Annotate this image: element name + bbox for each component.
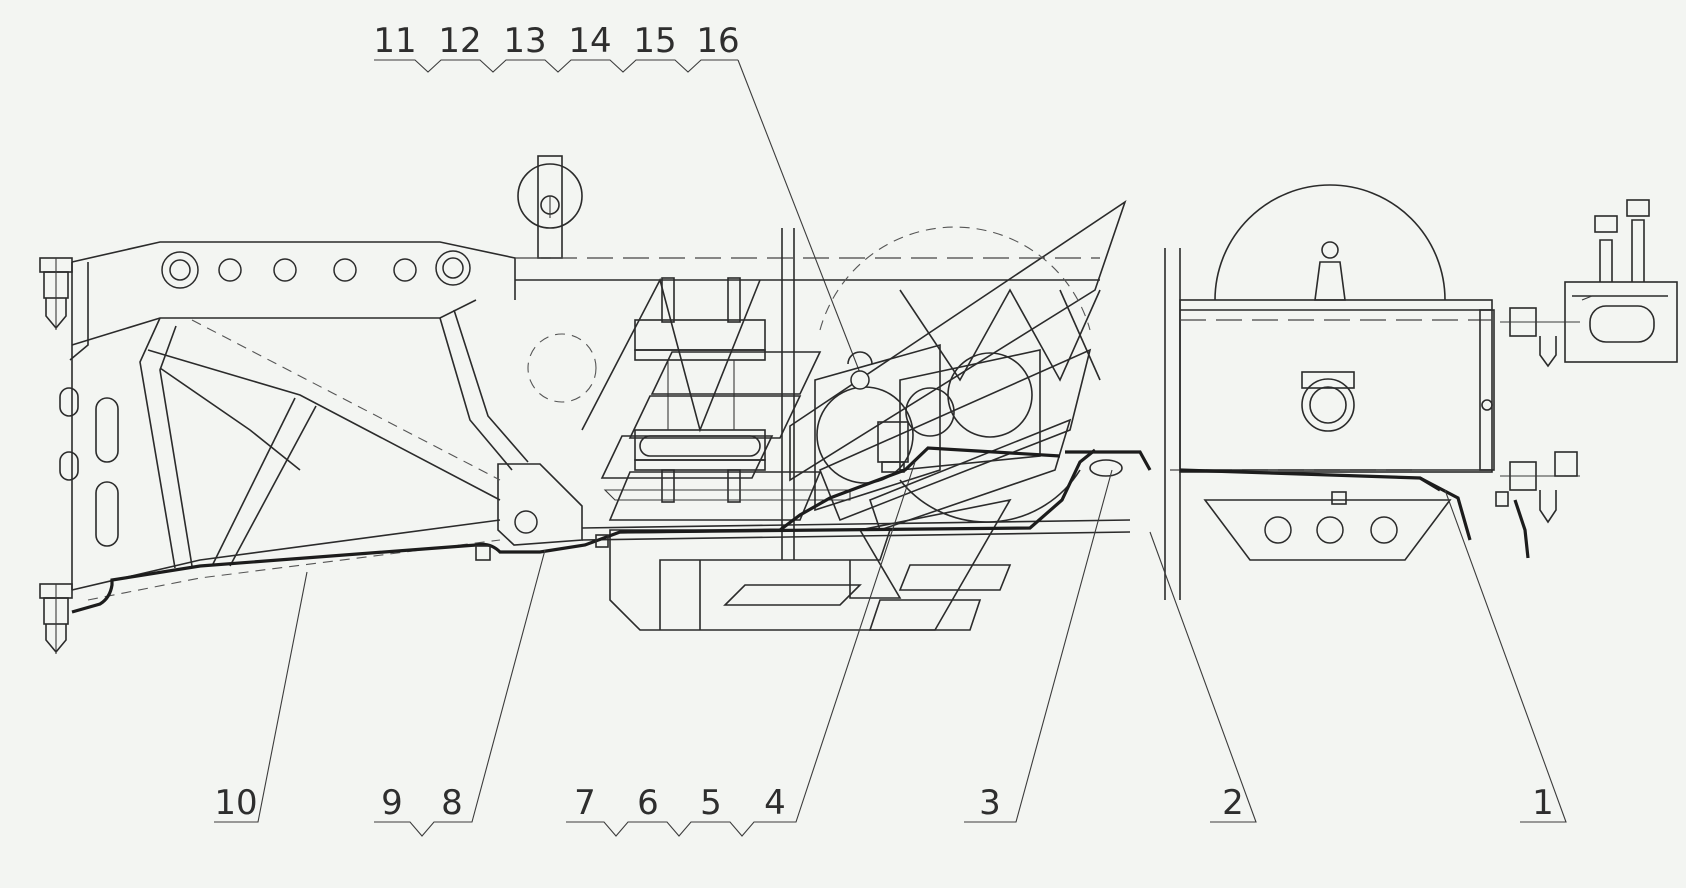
callout-9: 9 (381, 783, 403, 823)
main-frame (515, 228, 1420, 600)
callout-11: 11 (373, 21, 416, 61)
callout-5: 5 (700, 783, 722, 823)
wiring-harness (71, 446, 1530, 614)
bottom-leader-lines (214, 461, 1567, 837)
callout-2: 2 (1222, 783, 1244, 823)
callout-16: 16 (696, 21, 739, 61)
u-bolt-clamps (634, 277, 766, 503)
callout-4: 4 (764, 783, 786, 823)
top-callout-group: 11 12 13 14 15 16 (373, 21, 863, 379)
bottom-callout-group: 10 9 8 7 6 5 4 3 2 1 (214, 783, 1553, 823)
left-upper-clevis (39, 257, 73, 330)
drawbar-frame (39, 241, 597, 654)
rear-hitch (1500, 199, 1678, 524)
callout-3: 3 (979, 783, 1001, 823)
callout-7: 7 (574, 783, 596, 823)
center-drum (814, 226, 1091, 523)
callout-15: 15 (633, 21, 676, 61)
callout-13: 13 (503, 21, 546, 61)
lifting-pulley (517, 155, 583, 259)
callout-12: 12 (438, 21, 481, 61)
cutaway-panels (600, 200, 1127, 631)
left-lower-clevis (39, 583, 73, 654)
callout-1: 1 (1532, 783, 1554, 823)
callout-10: 10 (214, 783, 257, 823)
callout-14: 14 (568, 21, 611, 61)
callout-6: 6 (637, 783, 659, 823)
rear-axle-box (1179, 184, 1495, 561)
callout-8: 8 (441, 783, 463, 823)
